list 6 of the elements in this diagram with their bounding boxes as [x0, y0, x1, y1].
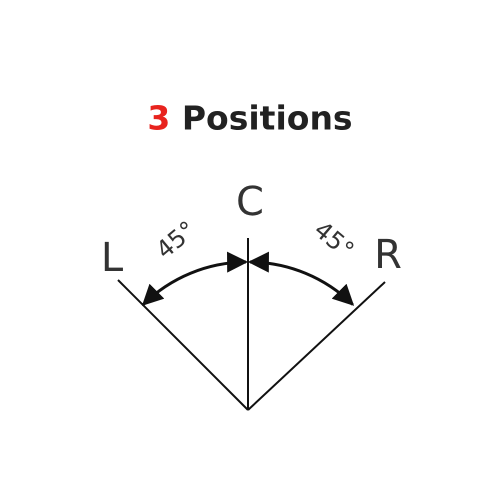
diagram-title: 3 Positions [147, 102, 353, 134]
position-label: L [100, 238, 124, 278]
angle-label: 45° [152, 217, 200, 263]
angle-label: 45° [310, 217, 358, 263]
position-label: C [236, 182, 264, 222]
position-label: R [374, 235, 402, 275]
